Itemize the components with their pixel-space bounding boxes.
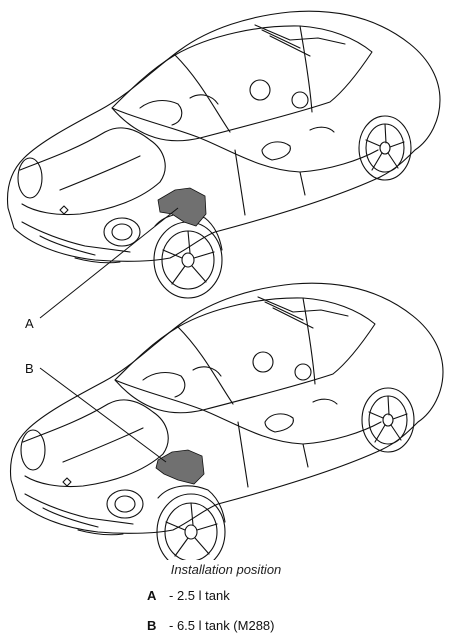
caption: Installation position <box>170 562 282 577</box>
car-drawing-upper <box>6 10 441 299</box>
tank-b-shape <box>155 449 205 485</box>
legend-row-b: B - 6.5 l tank (M288) <box>147 618 275 633</box>
callout-label-a: A <box>25 316 34 331</box>
legend-text-a: - 2.5 l tank <box>169 588 230 603</box>
legend-key-a: A <box>147 588 157 603</box>
car-illustration <box>6 10 444 560</box>
car-drawing-lower <box>9 282 444 560</box>
callout-label-b: B <box>25 361 34 376</box>
leader-line-b <box>39 367 167 463</box>
legend-row-a: A - 2.5 l tank <box>147 588 230 603</box>
tank-a-shape <box>157 187 207 227</box>
leader-line-a <box>39 207 179 319</box>
legend-text-b: - 6.5 l tank (M288) <box>169 618 275 633</box>
legend-key-b: B <box>147 618 157 633</box>
